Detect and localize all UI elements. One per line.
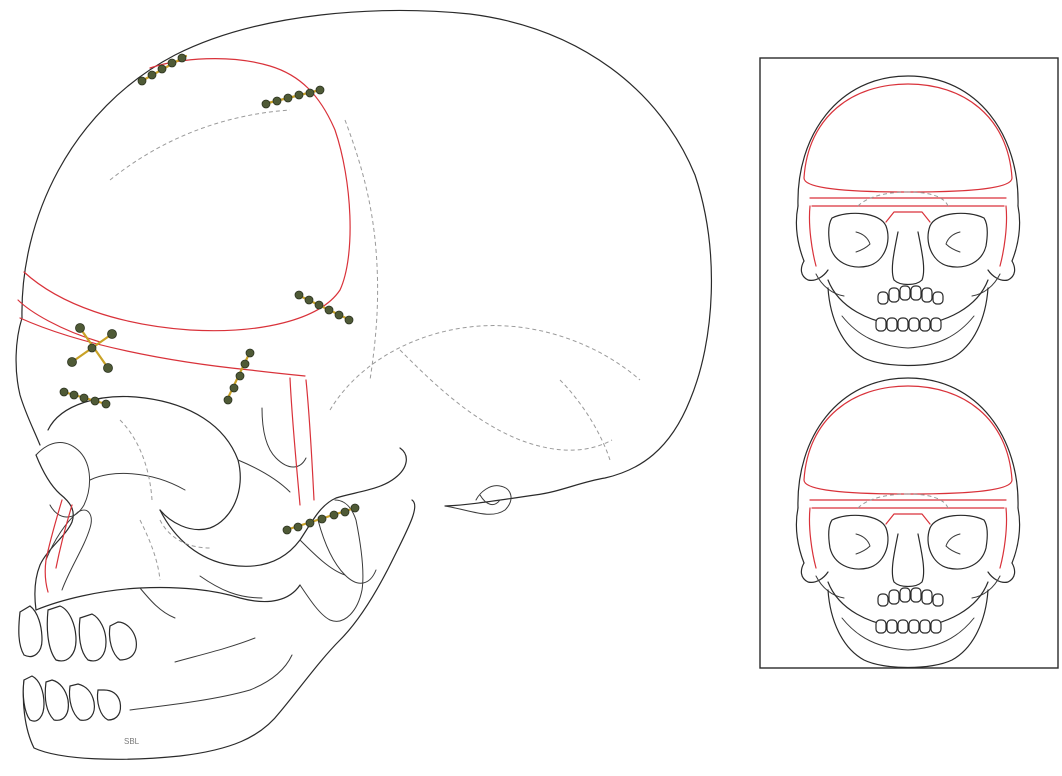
screw (102, 400, 110, 408)
upper-tooth-1 (19, 606, 42, 657)
upper-tooth-4 (109, 622, 136, 660)
orbit-floor (90, 473, 185, 490)
screw (88, 344, 96, 352)
screw (341, 508, 349, 516)
upper-tooth-2 (47, 606, 76, 661)
mandible-mid (175, 638, 255, 662)
zygomatic-arch (238, 460, 345, 575)
screw (335, 311, 343, 319)
screw (295, 291, 303, 299)
osteotomy-brow-bar-lower (18, 300, 100, 342)
screw (70, 391, 78, 399)
orbit-outline (48, 397, 240, 530)
jaw-mark: SBL (124, 737, 140, 746)
screw (284, 94, 292, 102)
screw (104, 364, 113, 373)
screw (158, 65, 166, 73)
screw (330, 511, 338, 519)
upper-teeth (19, 606, 137, 661)
screw (351, 504, 359, 512)
screw (68, 358, 77, 367)
screw (148, 71, 156, 79)
screw (306, 89, 314, 97)
screw (318, 515, 326, 523)
screw (76, 324, 85, 333)
main-skull: SBL (16, 11, 711, 760)
lower-tooth-3 (69, 684, 94, 720)
screw (241, 360, 249, 368)
screw (246, 349, 254, 357)
screw (91, 397, 99, 405)
screw (345, 316, 353, 324)
screw (168, 59, 176, 67)
fixation-plate-x-frontonasal (68, 324, 117, 373)
lower-tooth-2 (45, 680, 68, 720)
screw (295, 91, 303, 99)
coronoid (318, 520, 376, 583)
hidden-contour-orbit (120, 420, 210, 548)
osteotomy-lateral-orbit (290, 378, 314, 505)
screw (325, 306, 333, 314)
hidden-contour-occipital (560, 380, 610, 460)
lower-tooth-1 (23, 676, 44, 721)
screw (306, 519, 314, 527)
hidden-contour-parietal (345, 120, 378, 380)
nasal-aperture (46, 510, 91, 590)
screw (315, 301, 323, 309)
fixation-plate-lateral-orbit (224, 349, 254, 404)
lower-teeth (23, 676, 120, 721)
screw (236, 372, 244, 380)
screw (230, 384, 238, 392)
mandible-lower-inner (130, 655, 292, 710)
screw (178, 54, 186, 62)
screw (108, 330, 117, 339)
screw (273, 97, 281, 105)
screw (283, 526, 291, 534)
nasal-outline (35, 455, 73, 610)
maxilla-inner (140, 576, 262, 618)
screw (305, 296, 313, 304)
orbit-inner (36, 443, 90, 517)
screw (80, 394, 88, 402)
fixation-plate-2 (262, 86, 324, 108)
zygomatic-outline (160, 448, 406, 566)
fixation-plate-3 (295, 291, 353, 324)
screw (138, 77, 146, 85)
screw (294, 523, 302, 531)
screw (224, 396, 232, 404)
screw (60, 388, 68, 396)
fixation-plate-1 (138, 54, 186, 85)
forehead-outline (16, 318, 40, 445)
cranial-vault-outline (22, 11, 711, 506)
hidden-contour-maxilla (140, 520, 160, 580)
osteotomy-frontal-arc (24, 59, 350, 331)
hidden-contour-frontal (110, 110, 290, 180)
hidden-contour-base (400, 350, 612, 450)
mastoid (480, 495, 500, 505)
screw (316, 86, 324, 94)
temporal-line (262, 408, 306, 467)
screw (262, 100, 270, 108)
lower-tooth-4 (97, 690, 120, 720)
hidden-contour-temporal (330, 326, 640, 410)
upper-tooth-3 (79, 614, 106, 661)
